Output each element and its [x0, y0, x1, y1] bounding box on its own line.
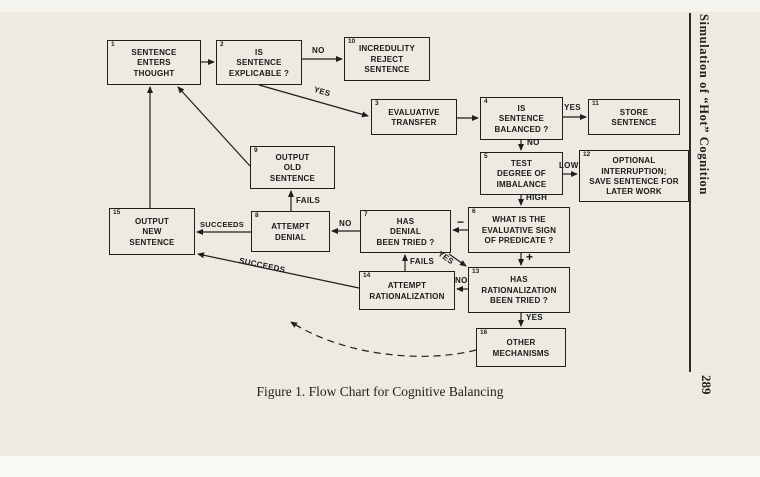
edge-label-high: HIGH [526, 193, 548, 202]
figure-caption: Figure 1. Flow Chart for Cognitive Balan… [256, 384, 504, 399]
node-label: EVALUATIVE TRANSFER [388, 107, 440, 127]
margin-rule [689, 13, 691, 372]
node-number: 10 [348, 38, 356, 45]
node-number: 1 [111, 41, 115, 48]
flow-node-attempt-rationalization: 14 ATTEMPT RATIONALIZATION [359, 271, 455, 310]
node-label: ATTEMPT DENIAL [271, 222, 310, 242]
node-label: TEST DEGREE OF IMBALANCE [496, 158, 547, 189]
node-label: STORE SENTENCE [611, 107, 657, 127]
connector-2-to-3 [258, 84, 369, 118]
node-label: OPTIONAL INTERRUPTION; SAVE SENTENCE FOR… [589, 156, 679, 197]
node-label: OUTPUT OLD SENTENCE [269, 152, 316, 183]
edge-label-no: NO [339, 219, 352, 228]
node-label: OTHER MECHANISMS [492, 338, 550, 358]
flow-node-output-old-sentence: 9 OUTPUT OLD SENTENCE [250, 146, 335, 189]
flow-node-evaluative-transfer: 3 EVALUATIVE TRANSFER [371, 99, 457, 135]
edge-label-no: NO [455, 276, 468, 285]
edge-label-fails: FAILS [410, 257, 435, 266]
edge-label-yes: YES [526, 313, 543, 322]
node-label: OUTPUT NEW SENTENCE [129, 216, 175, 247]
edge-label-low: LOW [559, 161, 579, 170]
flow-node-evaluative-sign-of-predicate: 6 WHAT IS THE EVALUATIVE SIGN OF PREDICA… [468, 207, 570, 253]
node-number: 3 [375, 100, 379, 107]
node-number: 9 [254, 147, 258, 154]
page-number: 289 [699, 375, 714, 395]
node-number: 7 [364, 211, 368, 218]
flow-node-is-sentence-balanced: 4 IS SENTENCE BALANCED ? [480, 97, 563, 140]
edge-label-minus: − [457, 215, 465, 229]
flow-node-attempt-denial: 8 ATTEMPT DENIAL [251, 211, 330, 252]
edge-label-no: NO [312, 46, 325, 55]
flow-node-test-degree-of-imbalance: 5 TEST DEGREE OF IMBALANCE [480, 152, 563, 195]
edge-label-succeeds: SUCCEEDS [200, 220, 245, 229]
node-number: 14 [363, 272, 371, 279]
node-number: 2 [220, 41, 224, 48]
running-head-title: Simulation of “Hot” Cognition [697, 14, 711, 195]
flow-node-incredulity-reject-sentence: 10 INCREDULITY REJECT SENTENCE [344, 37, 430, 81]
flow-node-other-mechanisms: 16 OTHER MECHANISMS [476, 328, 566, 367]
flow-node-optional-interruption: 12 OPTIONAL INTERRUPTION; SAVE SENTENCE … [579, 150, 689, 202]
node-label: IS SENTENCE EXPLICABLE ? [228, 47, 290, 78]
edge-label-plus: + [526, 250, 534, 264]
flow-node-store-sentence: 11 STORE SENTENCE [588, 99, 680, 135]
node-label: INCREDULITY REJECT SENTENCE [359, 44, 415, 75]
node-label: HAS DENIAL BEEN TRIED ? [376, 216, 435, 247]
node-label: HAS RATIONALIZATION BEEN TRIED ? [481, 275, 557, 306]
edge-label-no: NO [527, 138, 540, 147]
flow-node-is-sentence-explicable: 2 IS SENTENCE EXPLICABLE ? [216, 40, 302, 85]
node-number: 13 [472, 268, 480, 275]
node-number: 4 [484, 98, 488, 105]
connector-7-to-13 [448, 253, 467, 267]
flow-node-output-new-sentence: 15 OUTPUT NEW SENTENCE [109, 208, 195, 255]
flow-node-sentence-enters-thought: 1 SENTENCE ENTERS THOUGHT [107, 40, 201, 85]
connector-16-return-dashed [290, 321, 477, 357]
node-label: IS SENTENCE BALANCED ? [494, 103, 549, 134]
node-label: ATTEMPT RATIONALIZATION [369, 281, 445, 301]
node-number: 16 [480, 329, 488, 336]
connector-14-to-15 [197, 252, 360, 289]
node-label: SENTENCE ENTERS THOUGHT [131, 47, 177, 78]
connector-9-to-1 [177, 86, 251, 167]
page-edge-bottom [0, 456, 760, 477]
edge-label-fails: FAILS [296, 196, 321, 205]
node-number: 5 [484, 153, 488, 160]
flow-node-has-rationalization-been-tried: 13 HAS RATIONALIZATION BEEN TRIED ? [468, 267, 570, 313]
node-number: 12 [583, 151, 591, 158]
node-number: 11 [592, 100, 599, 107]
node-label: WHAT IS THE EVALUATIVE SIGN OF PREDICATE… [481, 215, 557, 246]
edge-label-yes: YES [564, 103, 581, 112]
node-number: 15 [113, 209, 121, 216]
flow-node-has-denial-been-tried: 7 HAS DENIAL BEEN TRIED ? [360, 210, 451, 253]
page-edge-top [0, 0, 760, 12]
node-number: 6 [472, 208, 476, 215]
node-number: 8 [255, 212, 259, 219]
